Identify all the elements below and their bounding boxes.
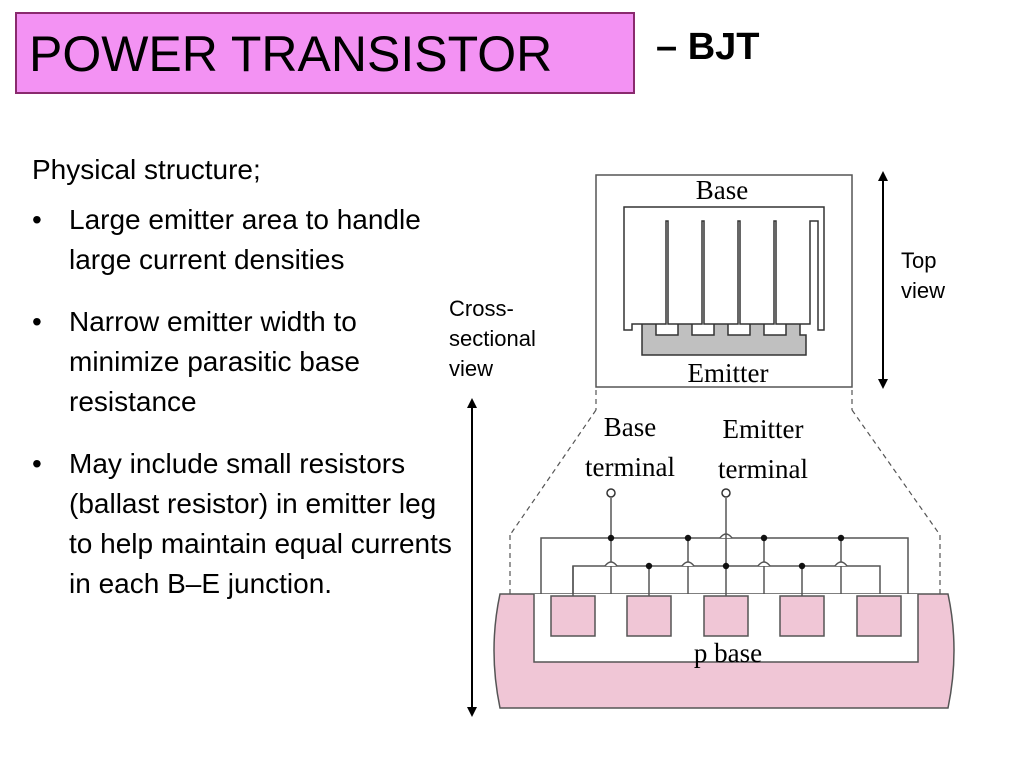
page-title: POWER TRANSISTOR xyxy=(29,26,553,82)
emitter-region xyxy=(703,595,749,637)
bjt-structure-diagram: Base Emitter Top view Cross- sectional v… xyxy=(449,171,955,717)
base-terminal-node xyxy=(606,488,616,498)
wire-crossover xyxy=(757,561,771,567)
top-emitter-label: Emitter xyxy=(688,358,769,388)
emitter-region xyxy=(779,595,825,637)
title-box: POWER TRANSISTOR xyxy=(15,12,635,94)
base-terminal-label-2: terminal xyxy=(585,452,675,482)
wire-crossover xyxy=(604,561,618,567)
emitter-terminal-label-1: Emitter xyxy=(723,414,804,444)
top-base-label: Base xyxy=(696,175,749,205)
emitter-terminal-label-2: terminal xyxy=(718,454,808,484)
bullet-item: Narrow emitter width to minimize parasit… xyxy=(32,302,462,422)
emitter-terminal-node xyxy=(721,488,731,498)
cross-label-2: sectional xyxy=(449,326,536,351)
cross-label-1: Cross- xyxy=(449,296,514,321)
junction-dots xyxy=(607,534,845,570)
emitter-region xyxy=(550,595,596,637)
intro-text: Physical structure; xyxy=(32,154,261,185)
base-comb xyxy=(623,206,825,331)
base-terminal-label-1: Base xyxy=(604,412,657,442)
projection-line-right-diag xyxy=(851,409,941,536)
top-view-label-2: view xyxy=(901,278,945,303)
p-base-label: p base xyxy=(694,638,762,668)
projection-line-left-diag xyxy=(509,409,597,536)
emitter-region xyxy=(626,595,672,637)
emitter-region xyxy=(856,595,902,637)
bullet-item: May include small resistors (ballast res… xyxy=(32,444,462,604)
wire-crossover xyxy=(681,561,695,567)
top-view-label-1: Top xyxy=(901,248,936,273)
bullet-item: Large emitter area to handle large curre… xyxy=(32,200,462,280)
body-text: Physical structure; Large emitter area t… xyxy=(32,150,462,626)
wire-crossover xyxy=(834,561,848,567)
cross-label-3: view xyxy=(449,356,493,381)
bullet-list: Large emitter area to handle large curre… xyxy=(32,200,462,604)
page-title-suffix: – BJT xyxy=(656,26,760,68)
